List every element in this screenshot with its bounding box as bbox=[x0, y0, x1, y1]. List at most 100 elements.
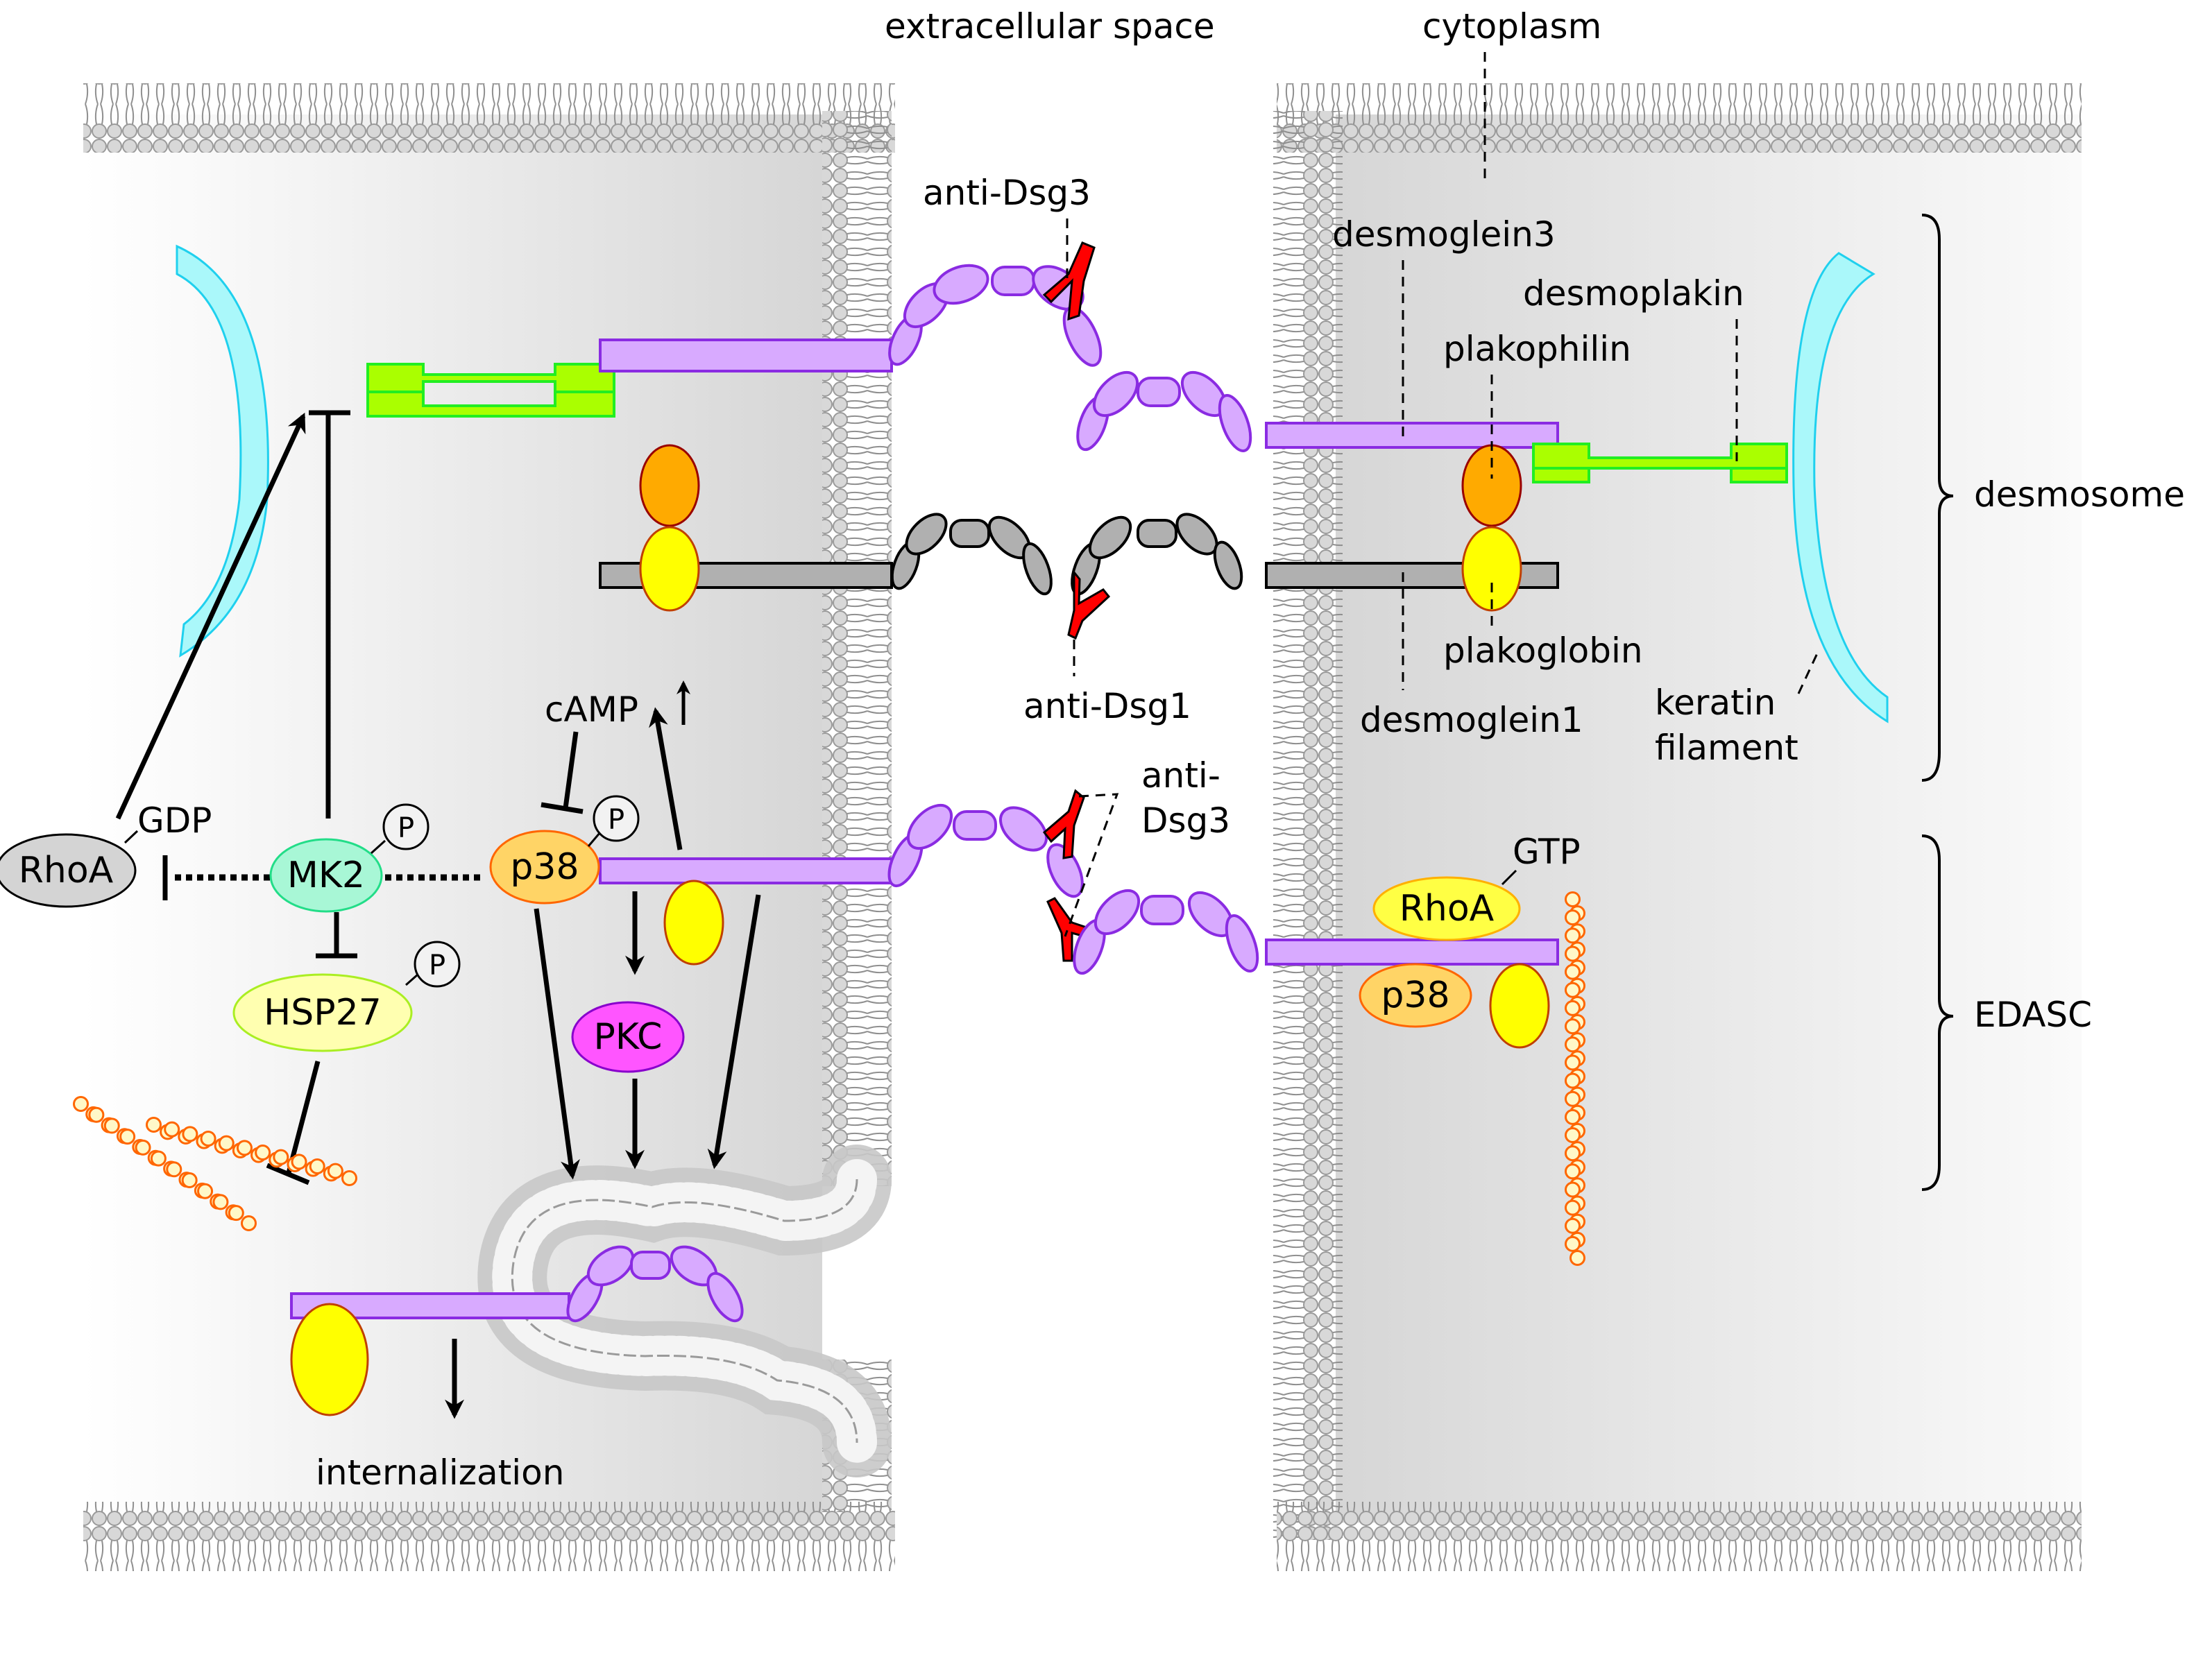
actin-monomer bbox=[73, 1096, 89, 1112]
label-anti-dsg3-top: anti-Dsg3 bbox=[923, 173, 1091, 213]
actin-monomer bbox=[255, 1145, 271, 1160]
label-edasc: EDASC bbox=[1974, 995, 2092, 1035]
keratin-filament-left bbox=[176, 244, 269, 658]
actin-monomer bbox=[341, 1170, 357, 1186]
actin-monomer bbox=[182, 1126, 198, 1142]
actin-monomer bbox=[150, 1150, 167, 1167]
inhibit-mk2-to-desmoplakin bbox=[309, 410, 350, 819]
phospho-mk2-label: P bbox=[398, 812, 414, 844]
actin-monomer bbox=[1565, 1217, 1581, 1234]
desmoglein1-ectodomain-pair bbox=[890, 513, 1243, 596]
label-desmoplakin: desmoplakin bbox=[1523, 273, 1744, 314]
phospho-p38-icon bbox=[593, 795, 640, 842]
plakoglobin-right bbox=[1461, 526, 1522, 612]
rhoa-gdp-node bbox=[0, 833, 137, 908]
arrow-p38-to-endocytosis bbox=[534, 908, 580, 1180]
actin-monomer bbox=[218, 1135, 235, 1151]
actin-monomer bbox=[1565, 1181, 1581, 1198]
internalization-label: internalization bbox=[316, 1453, 564, 1493]
left-cell-membrane bbox=[83, 83, 895, 1571]
desmoglein3-cytoplasmic-tail-left-top bbox=[599, 339, 893, 372]
label-anti-dsg3-mid-2: Dsg3 bbox=[1141, 800, 1230, 841]
desmoglein3-tail-right-edasc bbox=[1265, 939, 1559, 966]
actin-monomer bbox=[228, 1205, 244, 1222]
actin-monomer bbox=[1569, 1250, 1585, 1266]
pkc-node bbox=[571, 1001, 685, 1073]
actin-monomer bbox=[212, 1194, 229, 1210]
actin-monomer bbox=[1565, 1000, 1581, 1016]
actin-monomer bbox=[1565, 1036, 1581, 1053]
actin-monomer bbox=[291, 1154, 307, 1170]
desmoglein3-ectodomain-left-mid bbox=[887, 803, 1084, 898]
anti-dsg1-antibody bbox=[1067, 569, 1111, 640]
label-keratin: keratin bbox=[1655, 683, 1776, 723]
actin-filament-2 bbox=[146, 1117, 357, 1186]
inhibit-camp-to-p38 bbox=[541, 731, 584, 814]
label-desmoglein3: desmoglein3 bbox=[1332, 214, 1556, 255]
actin-monomer bbox=[1565, 891, 1581, 907]
label-extracellular-space: extracellular space bbox=[885, 6, 1215, 46]
actin-monomer bbox=[1565, 1145, 1581, 1162]
camp-label: cAMP bbox=[545, 689, 638, 730]
desmoplakin-right bbox=[1532, 443, 1788, 483]
actin-monomer bbox=[88, 1106, 105, 1123]
actin-monomer bbox=[119, 1129, 136, 1145]
label-desmoglein1: desmoglein1 bbox=[1360, 700, 1583, 740]
keratin-filament-right bbox=[1792, 252, 1889, 723]
actin-monomer bbox=[1565, 1018, 1581, 1035]
actin-monomer bbox=[236, 1140, 253, 1156]
right-cell-membrane bbox=[1273, 83, 2082, 1571]
actin-monomer bbox=[166, 1161, 182, 1178]
mk2-node bbox=[269, 838, 383, 913]
desmoplakin-left bbox=[366, 363, 615, 418]
plakoglobin-left bbox=[639, 526, 700, 612]
arrow-rhoa-to-keratin bbox=[115, 412, 306, 820]
arrow-dsg3-to-endocytosis bbox=[707, 894, 761, 1169]
actin-monomer bbox=[146, 1117, 162, 1133]
actin-monomer bbox=[1565, 982, 1581, 998]
actin-monomer bbox=[181, 1172, 198, 1188]
phospho-p38-label: P bbox=[608, 804, 624, 836]
label-plakoglobin: plakoglobin bbox=[1443, 631, 1643, 671]
hsp27-label: HSP27 bbox=[264, 992, 382, 1034]
label-filament: filament bbox=[1655, 728, 1798, 768]
gdp-label: GDP bbox=[137, 800, 212, 841]
right-cell-cytoplasm bbox=[1336, 114, 2082, 1523]
anti-dsg3-antibody-mid-top bbox=[1042, 789, 1085, 859]
plakoglobin-left-mid bbox=[663, 880, 724, 966]
phospho-mk2-icon bbox=[382, 803, 429, 850]
actin-monomer bbox=[197, 1183, 214, 1199]
desmosome-bracket bbox=[1921, 214, 1954, 782]
actin-monomer bbox=[1565, 945, 1581, 962]
desmoglein3-ectodomain-right bbox=[1076, 370, 1252, 452]
actin-monomer bbox=[103, 1117, 120, 1134]
actin-monomer bbox=[1565, 1127, 1581, 1143]
inhibit-mk2-to-hsp27 bbox=[316, 912, 357, 959]
phospho-hsp27-label: P bbox=[429, 950, 445, 982]
actin-filament-1 bbox=[73, 1096, 257, 1231]
desmoglein3-internalized-ectodomain bbox=[566, 1245, 744, 1323]
actin-filament-vertical bbox=[1565, 891, 1585, 1266]
rhoa-gdp-label: RhoA bbox=[19, 850, 114, 891]
phospho-hsp27-icon bbox=[414, 941, 461, 988]
actin-monomer bbox=[164, 1121, 180, 1138]
label-plakophilin: plakophilin bbox=[1443, 329, 1631, 369]
rhoa-gtp-label: RhoA bbox=[1399, 888, 1495, 929]
edasc-bracket bbox=[1921, 834, 1954, 1191]
label-cytoplasm: cytoplasm bbox=[1422, 6, 1601, 46]
actin-monomer bbox=[135, 1139, 151, 1156]
anti-dsg3-antibody-top bbox=[1042, 241, 1096, 321]
actin-monomer bbox=[1565, 1090, 1581, 1107]
actin-monomer bbox=[327, 1163, 343, 1179]
label-anti-dsg3-mid-1: anti- bbox=[1141, 755, 1220, 796]
actin-monomer bbox=[1565, 963, 1581, 980]
actin-monomer bbox=[1565, 1108, 1581, 1125]
rhoa-gtp-node bbox=[1372, 876, 1521, 941]
actin-monomer bbox=[1565, 909, 1581, 926]
actin-monomer bbox=[1565, 1072, 1581, 1089]
actin-monomer bbox=[1565, 1199, 1581, 1216]
mk2-label: MK2 bbox=[287, 855, 365, 896]
plakophilin-right bbox=[1461, 444, 1522, 527]
desmoglein3-tail-right bbox=[1265, 422, 1559, 449]
